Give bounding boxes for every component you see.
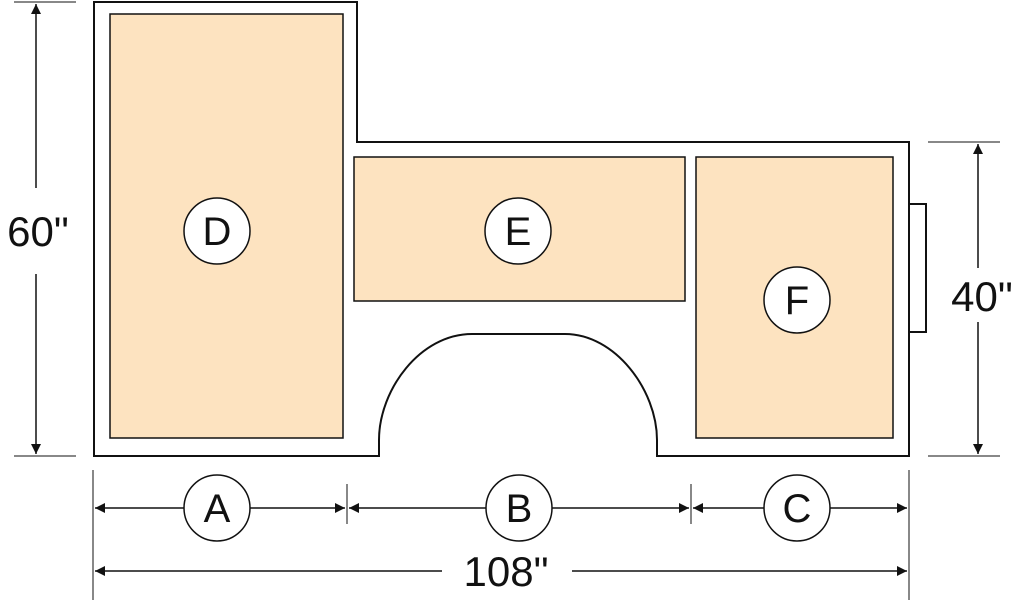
svg-text:D: D [203, 210, 232, 254]
segment-a-dimension: A [95, 474, 345, 542]
segment-c-dimension: C [693, 474, 907, 542]
svg-text:F: F [785, 279, 809, 323]
dimension-total-width: 108" [95, 548, 907, 595]
panel-d-label: D [183, 197, 251, 265]
segment-extension-lines [92, 470, 910, 600]
height-right-label: 40" [951, 273, 1013, 320]
total-width-label: 108" [464, 548, 549, 595]
segment-b-label: B [506, 487, 533, 531]
segment-a-label: A [204, 487, 231, 531]
side-tab [908, 203, 927, 333]
dimension-right-height: 40" [928, 141, 1013, 457]
segment-b-dimension: B [349, 474, 689, 542]
panel-e-label: E [484, 197, 552, 265]
height-left-label: 60" [7, 208, 69, 255]
panel-f-label: F [763, 266, 831, 334]
segment-c-label: C [783, 487, 812, 531]
svg-text:E: E [505, 210, 532, 254]
dimension-left-height: 60" [7, 1, 76, 457]
